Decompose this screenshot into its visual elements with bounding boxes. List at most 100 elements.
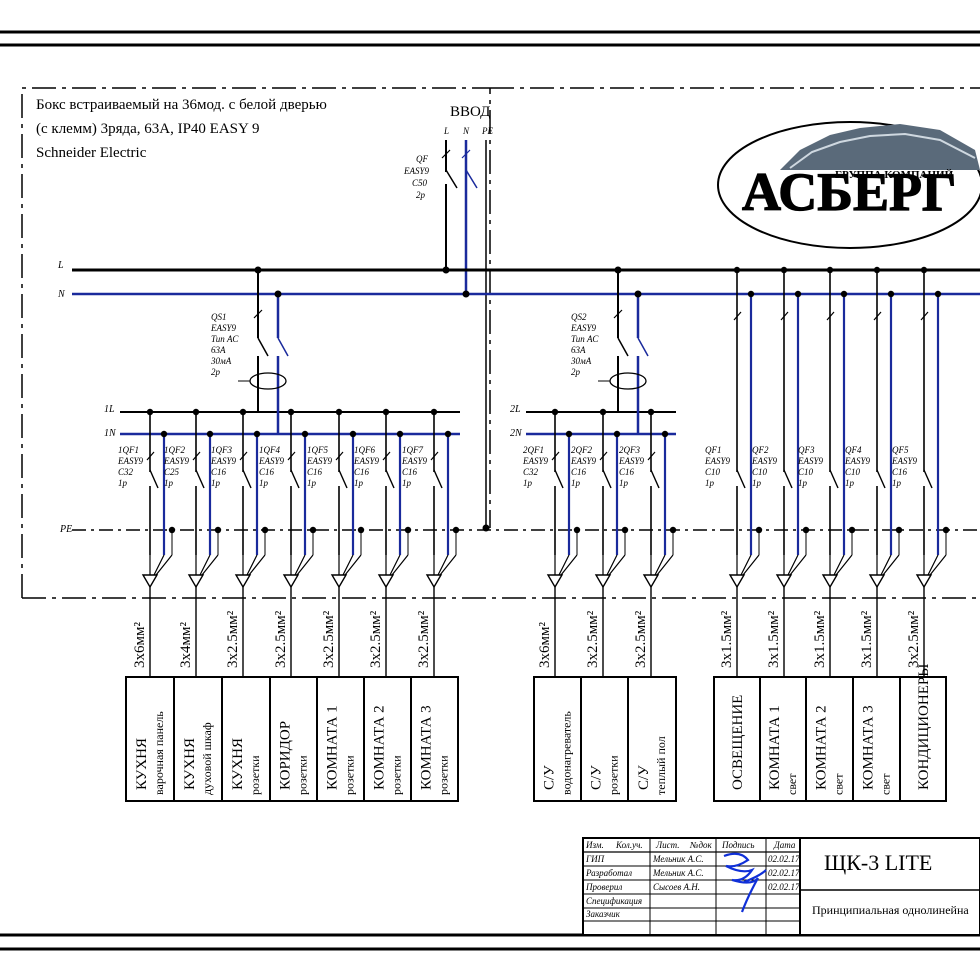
cable-marker xyxy=(642,574,660,589)
svg-text:2p: 2p xyxy=(416,190,426,200)
cable-marker xyxy=(282,574,300,589)
breaker-contact xyxy=(195,469,205,489)
room-title: С/У xyxy=(542,765,558,790)
neutral-node xyxy=(934,290,942,298)
phase-node xyxy=(146,408,154,416)
phase-node xyxy=(192,408,200,416)
svg-text:PE: PE xyxy=(59,524,72,535)
phase-node xyxy=(826,266,834,274)
svg-text:2N: 2N xyxy=(510,428,523,439)
breaker-label: 1p xyxy=(259,478,269,488)
breaker-label: 1QF1 xyxy=(118,445,139,455)
breaker-label: C16 xyxy=(892,467,908,477)
svg-text:ГРУППА КОМПАНИЙ: ГРУППА КОМПАНИЙ xyxy=(835,169,954,181)
phase-node xyxy=(599,408,607,416)
cable-marker xyxy=(775,574,793,589)
breaker-label: 1p xyxy=(354,478,364,488)
room-title: КУХНЯ xyxy=(134,738,150,790)
svg-text:L: L xyxy=(443,126,449,136)
rcd-label-2: QS2 xyxy=(571,312,587,322)
cable-label: 3x2.5мм² xyxy=(416,610,432,668)
svg-text:Мельник А.С.: Мельник А.С. xyxy=(652,854,704,864)
neutral-node xyxy=(565,430,573,438)
group-circuits: 1QF1EASY9C321p3x6мм²1QF2EASY9C251p3x4мм²… xyxy=(117,266,950,802)
neutral-node xyxy=(840,290,848,298)
svg-text:02.02.17: 02.02.17 xyxy=(768,882,800,892)
breaker-label: QF4 xyxy=(845,445,862,455)
neutral-node xyxy=(396,430,404,438)
sheet-description: Принципиальная однолинейна xyxy=(812,903,969,917)
cable-marker xyxy=(915,574,933,589)
breaker-contact xyxy=(149,469,159,489)
breaker-label: QF3 xyxy=(798,445,815,455)
breaker-label: 1QF3 xyxy=(211,445,232,455)
breaker-label: 1p xyxy=(705,478,715,488)
breaker-label: 2QF3 xyxy=(619,445,640,455)
svg-text:EASY9: EASY9 xyxy=(403,166,430,176)
room-title: С/У xyxy=(589,765,605,790)
rcd-label-2: Тип АС xyxy=(571,334,599,344)
cable-label: 3x1.5мм² xyxy=(859,610,875,668)
svg-text:1L: 1L xyxy=(104,404,115,415)
breaker-label: C32 xyxy=(523,467,539,477)
room-subtitle: розетки xyxy=(296,755,310,795)
svg-text:L: L xyxy=(57,260,64,271)
svg-text:C50: C50 xyxy=(412,178,428,188)
svg-text:Изм.: Изм. xyxy=(585,840,604,850)
cable-label: 3x6мм² xyxy=(132,622,148,668)
room-title: КОМНАТА 3 xyxy=(419,705,435,790)
cable-label: 3x6мм² xyxy=(537,622,553,668)
breaker-label: 1p xyxy=(571,478,581,488)
enclosure-title-line1: Бокс встраиваемый на 36мод. с белой двер… xyxy=(36,97,327,113)
neutral-node xyxy=(253,430,261,438)
breaker-label: 1p xyxy=(752,478,762,488)
cable-marker xyxy=(330,574,348,589)
cable-label: 3x2.5мм² xyxy=(906,610,922,668)
cable-marker xyxy=(546,574,564,589)
room-subtitle: варочная панель xyxy=(152,711,166,795)
breaker-label: EASY9 xyxy=(891,456,918,466)
neutral-node xyxy=(349,430,357,438)
breaker-label: 1QF4 xyxy=(259,445,280,455)
breaker-label: C10 xyxy=(798,467,814,477)
cable-label: 3x1.5мм² xyxy=(766,610,782,668)
breaker-label: 2QF1 xyxy=(523,445,544,455)
breaker-label: 1p xyxy=(307,478,317,488)
phase-node xyxy=(551,408,559,416)
cable-label: 3x2.5мм² xyxy=(633,610,649,668)
enclosure-title-line3: Schneider Electric xyxy=(36,145,147,161)
phase-node xyxy=(733,266,741,274)
phase-node xyxy=(647,408,655,416)
svg-text:1N: 1N xyxy=(104,428,117,439)
breaker-label: EASY9 xyxy=(210,456,237,466)
phase-node xyxy=(920,266,928,274)
cable-marker xyxy=(141,574,159,589)
cable-marker xyxy=(377,574,395,589)
breaker-label: EASY9 xyxy=(844,456,871,466)
bus-junctions xyxy=(442,266,490,532)
rcd-label-2: 30мА xyxy=(570,356,592,366)
room-subtitle: водонагреватель xyxy=(560,711,574,795)
enclosure-boundary xyxy=(21,87,980,598)
neutral-node xyxy=(160,430,168,438)
breaker-contact xyxy=(736,469,746,489)
cable-label: 3x2.5мм² xyxy=(321,610,337,668)
phase-node xyxy=(873,266,881,274)
svg-text:N: N xyxy=(462,126,470,136)
